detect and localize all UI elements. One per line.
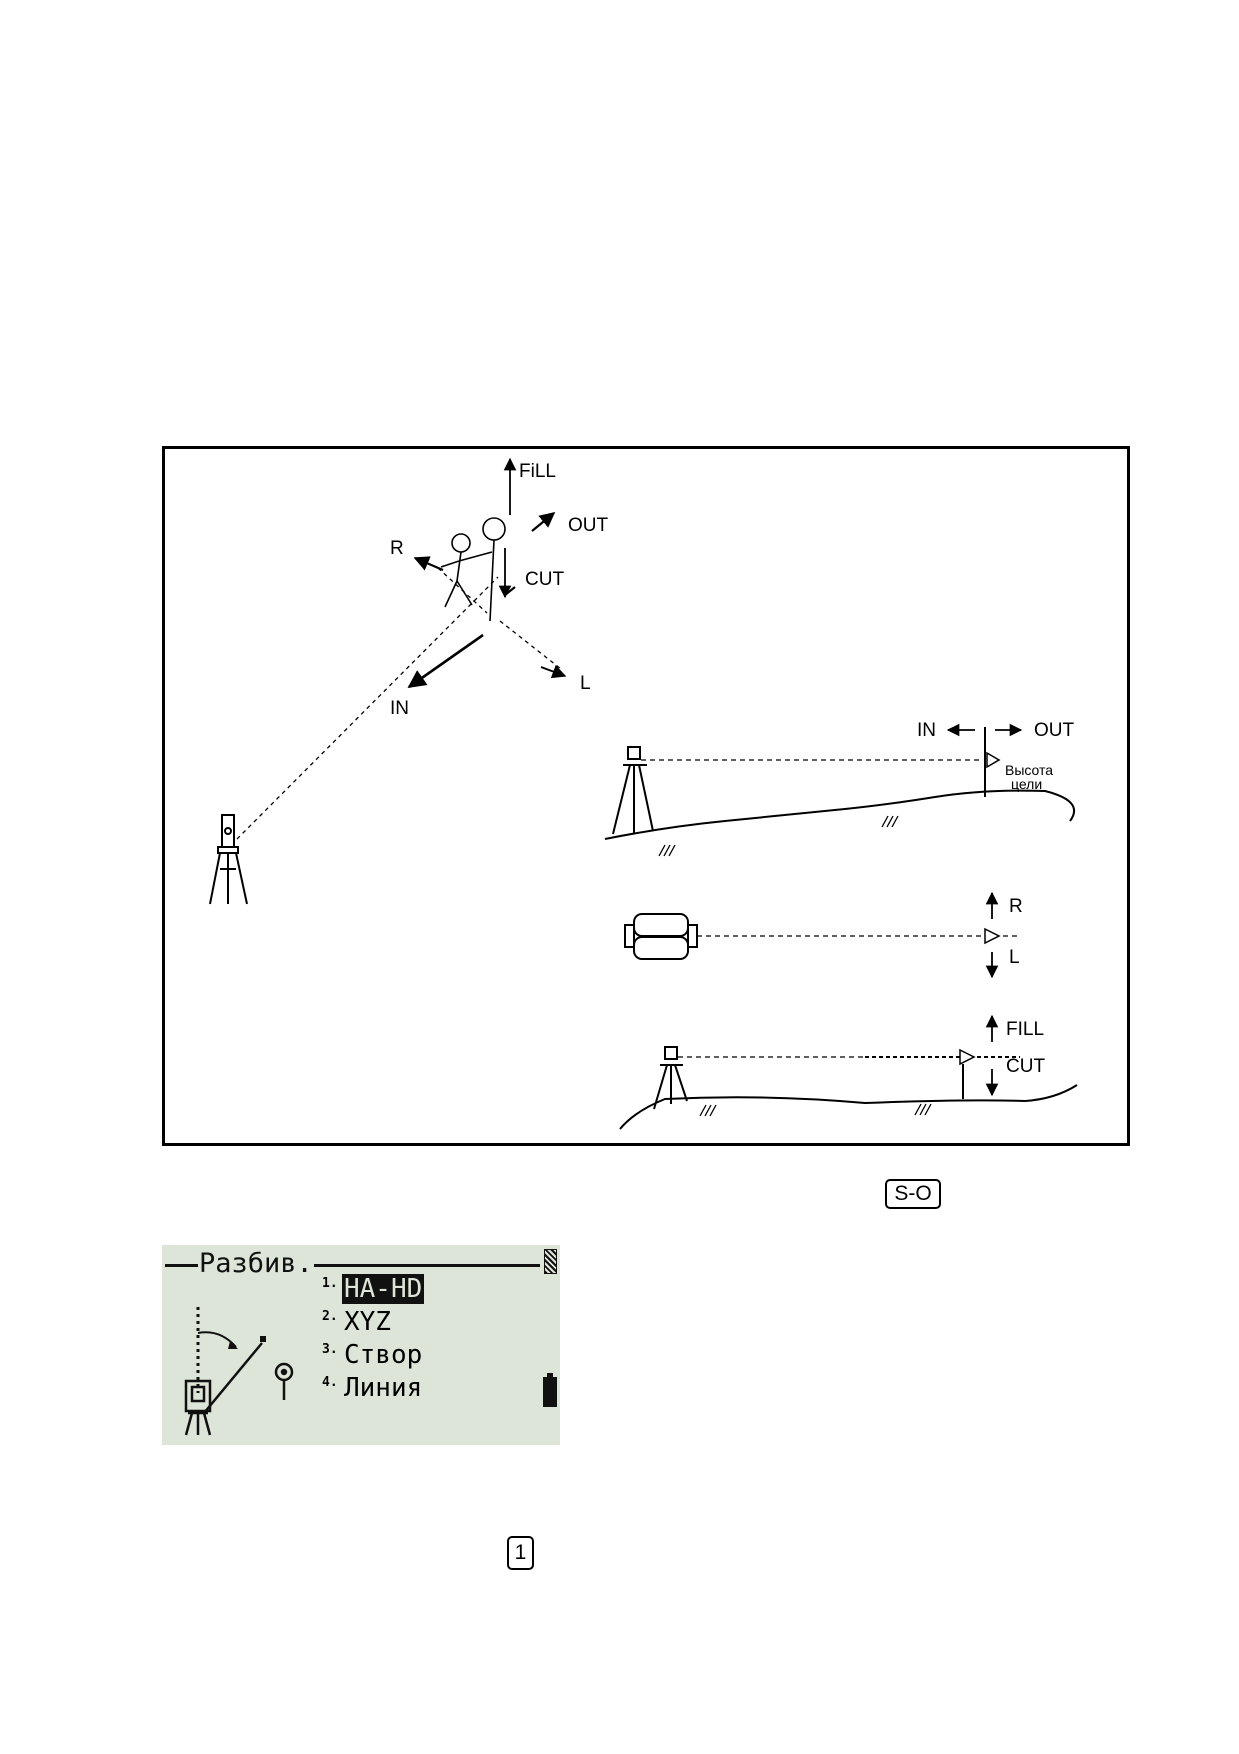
left-label: L: [580, 673, 591, 694]
elev-cut-label: CUT: [1006, 1056, 1045, 1077]
in-label: IN: [390, 698, 409, 719]
perspective-scene: FiLL OUT CUT R IN L: [209, 457, 609, 905]
menu-item-ha-hd[interactable]: 1. HA-HD: [322, 1273, 425, 1305]
side-total-station-icon: [612, 746, 654, 835]
stakeout-diagram: FiLL OUT CUT R IN L: [209, 457, 1078, 1130]
elevation-view-scene: FILL CUT: [619, 1014, 1078, 1130]
menu-item-stvor[interactable]: 3. Створ: [322, 1339, 424, 1371]
top-total-station-icon: [624, 913, 698, 960]
menu-item-number: 1.: [322, 1275, 338, 1291]
prism-pole: [482, 517, 506, 622]
side-in-label: IN: [917, 720, 936, 741]
fill-label: FiLL: [519, 461, 556, 482]
menu-item-label: HA-HD: [342, 1274, 425, 1304]
menu-item-number: 4.: [322, 1374, 338, 1390]
top-left-label: L: [1009, 947, 1020, 968]
lcd-title: Разбив.: [198, 1247, 314, 1281]
top-view-scene: R L: [624, 891, 1023, 979]
top-right-label: R: [1009, 896, 1023, 917]
battery-icon: [543, 1373, 557, 1407]
cut-label: CUT: [525, 569, 564, 590]
elev-fill-label: FILL: [1006, 1019, 1044, 1040]
lcd-title-rule: [165, 1264, 540, 1267]
scroll-indicator-icon: [544, 1249, 557, 1274]
out-label: OUT: [568, 515, 609, 536]
target-prism-icon: [274, 1362, 294, 1400]
target-height-label-1: Высота: [1005, 762, 1053, 778]
stakeout-key[interactable]: S-O: [885, 1179, 941, 1209]
menu-item-number: 3.: [322, 1341, 338, 1357]
stakeout-illustration: [184, 1307, 294, 1436]
menu-item-label: Створ: [344, 1340, 423, 1370]
elev-hatch: [699, 1103, 932, 1117]
elev-total-station-icon: [653, 1046, 688, 1110]
total-station-icon: [184, 1379, 212, 1436]
menu-item-xyz[interactable]: 2. XYZ: [322, 1306, 393, 1338]
menu-item-number: 2.: [322, 1308, 338, 1324]
key-1-button[interactable]: 1: [507, 1536, 534, 1570]
side-out-label: OUT: [1034, 720, 1075, 741]
stakeout-directions-figure: FiLL OUT CUT R IN L: [162, 446, 1130, 1146]
right-label: R: [390, 538, 404, 559]
target-height-label-2: цели: [1011, 776, 1042, 792]
menu-item-label: XYZ: [344, 1307, 391, 1337]
menu-item-label: Линия: [344, 1373, 423, 1403]
total-station-icon: [209, 814, 248, 905]
side-hatch: [658, 815, 899, 857]
menu-item-liniya[interactable]: 4. Линия: [322, 1372, 424, 1404]
side-view-scene: IN OUT Высота цели: [604, 720, 1076, 857]
rodman-figure: [440, 533, 493, 608]
lcd-screen: Разбив. 1. HA-HD: [162, 1245, 560, 1445]
